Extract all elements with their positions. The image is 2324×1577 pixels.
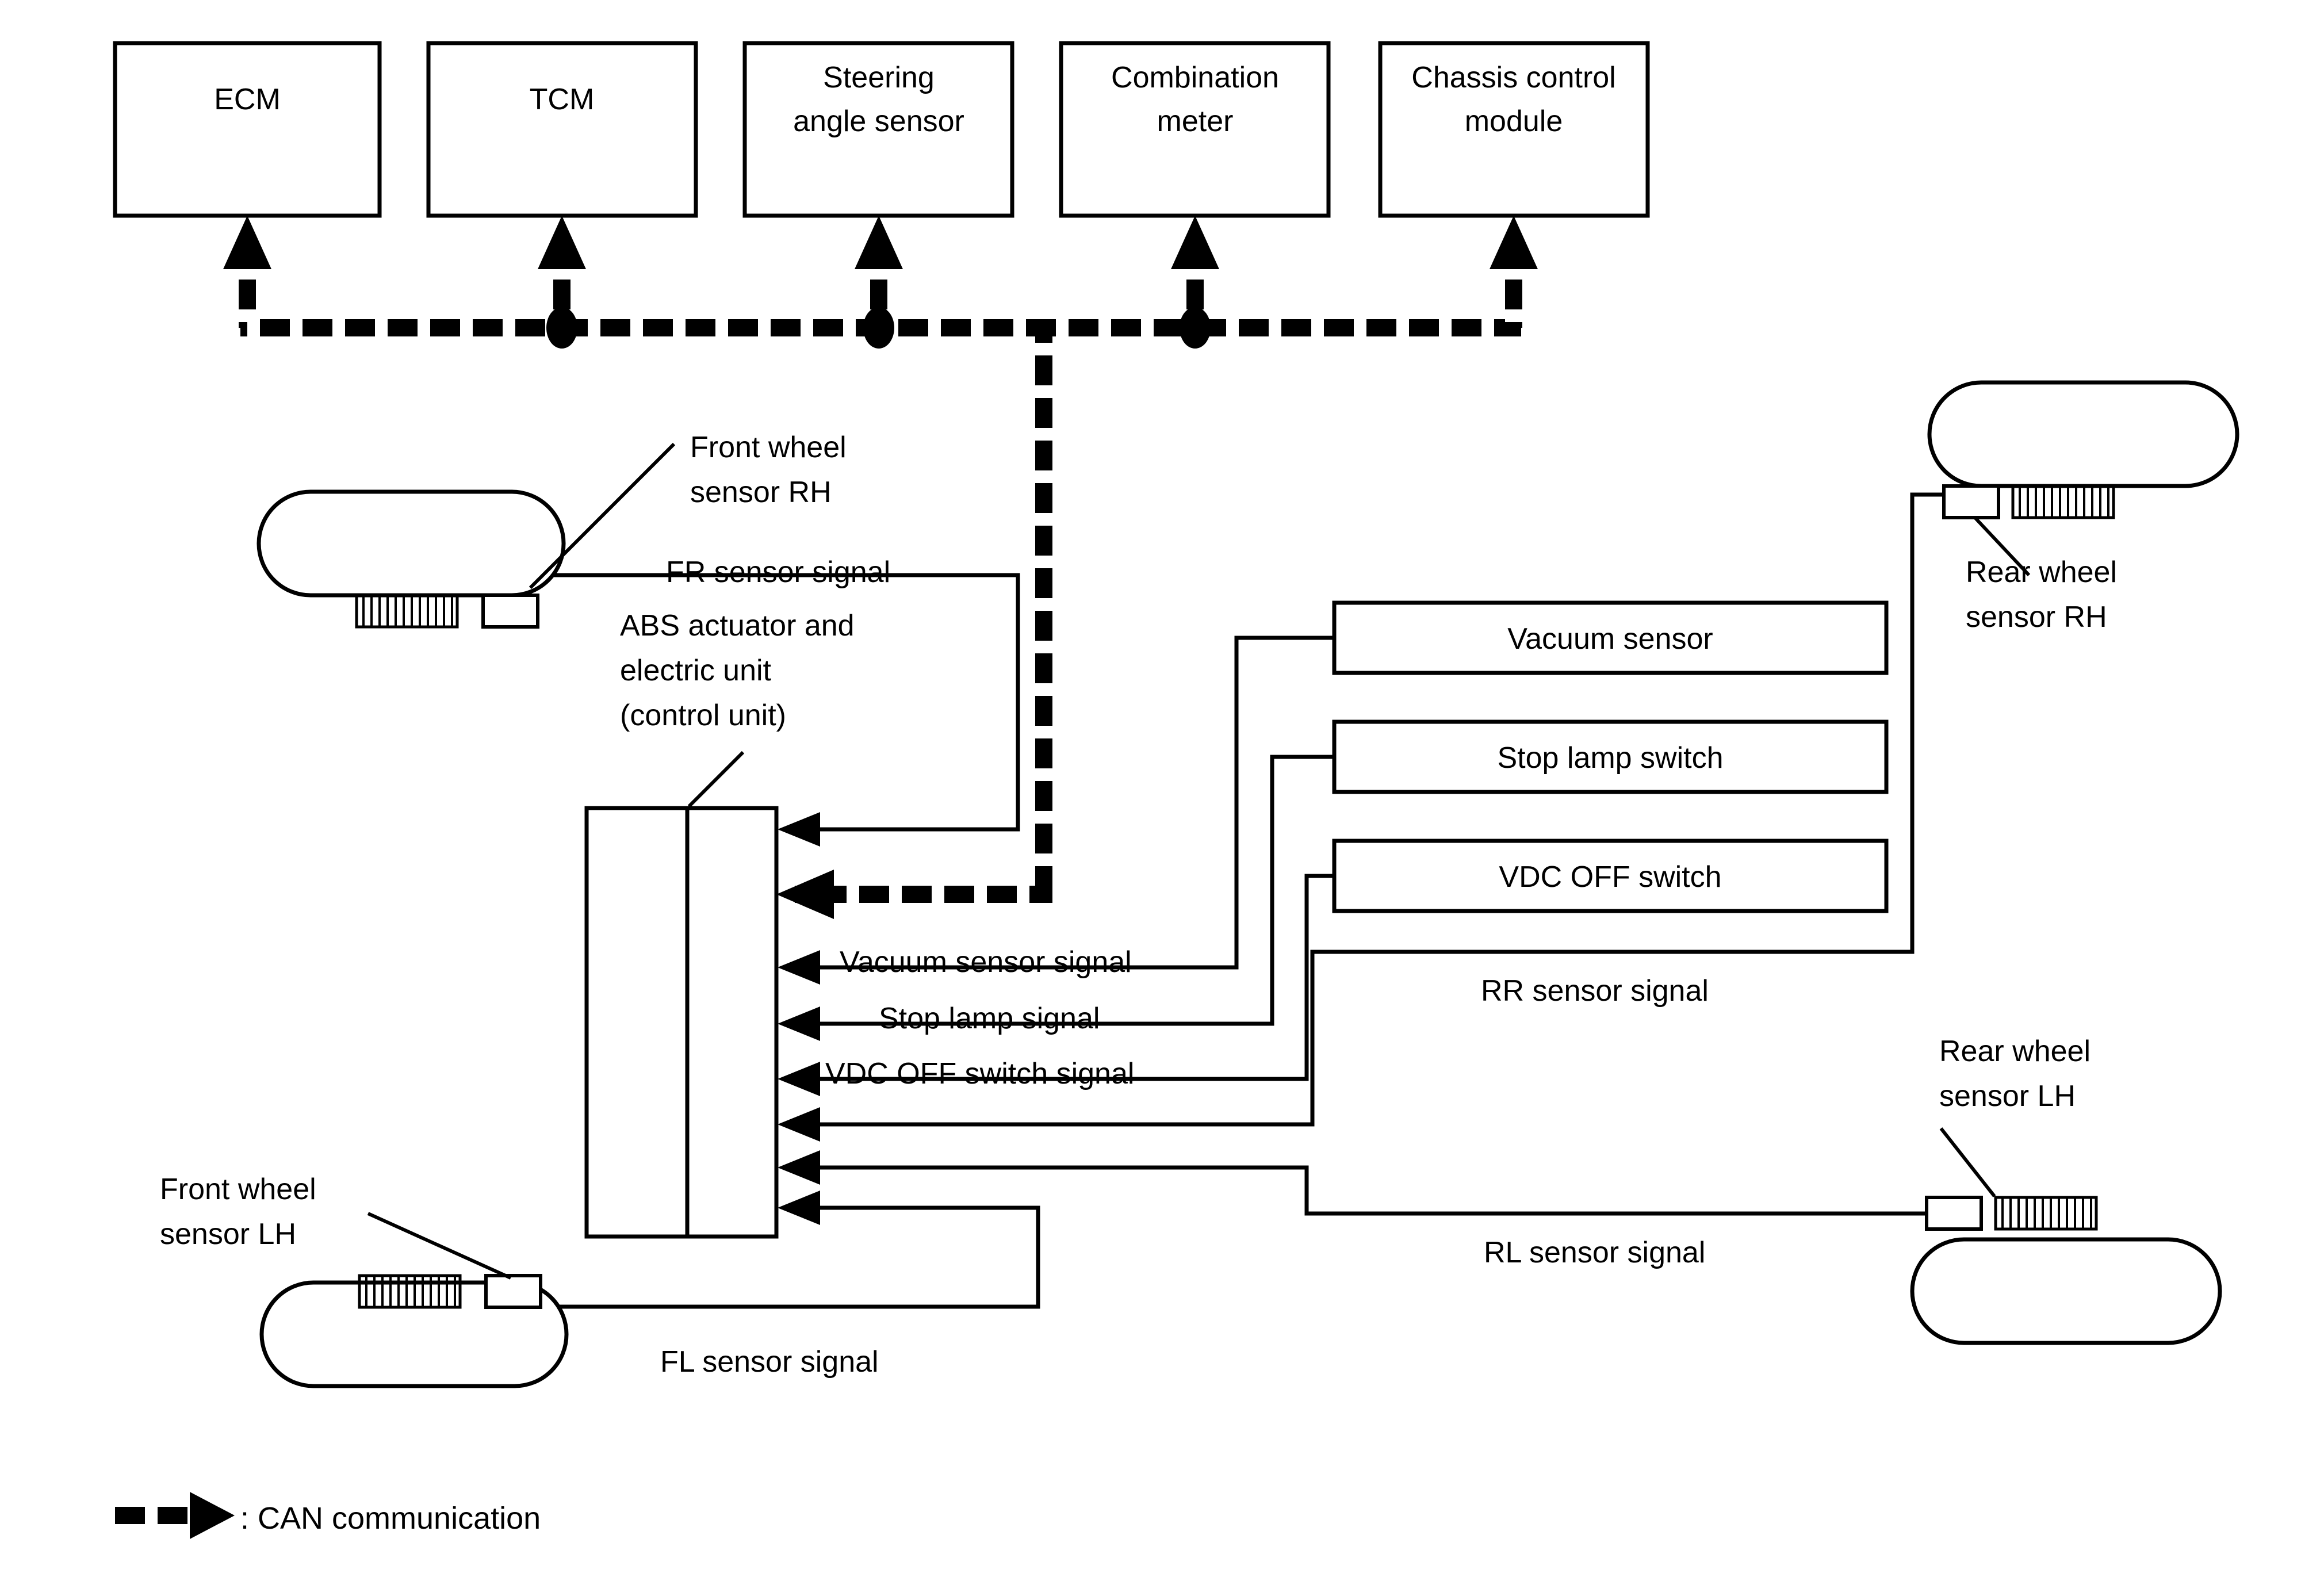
front-wheel-sensor-rh-label-line1: Front wheel [690, 431, 847, 464]
abs-actuator-unit[interactable] [584, 751, 779, 1239]
can-junction-dot-3 [1180, 307, 1211, 349]
front-wheel-sensor-lh-label-line2: sensor LH [160, 1218, 296, 1251]
label-stop-lamp-signal: Stop lamp signal [879, 1002, 1100, 1035]
signal-arrow-vacuum-sensor [778, 950, 820, 985]
signal-path-rr-sensor [805, 492, 1944, 1127]
abs-label-line2: electric unit [620, 654, 772, 687]
abs-label-line3: (control unit) [620, 699, 786, 732]
sensor-pickup-front-rh [481, 594, 539, 629]
rear-wheel-sensor-lh-label-line2: sensor LH [1939, 1080, 2076, 1113]
can-arrow-chassis [1490, 216, 1538, 269]
can-module-ecm[interactable]: ECM [113, 41, 382, 218]
can-module-steering-angle-sensor[interactable]: Steering angle sensor [742, 41, 1014, 218]
rear-wheel-sensor-rh-label-line1: Rear wheel [1966, 556, 2117, 589]
input-box-vacuum-sensor-label: Vacuum sensor [1507, 622, 1713, 656]
can-arrow-tcm [538, 216, 586, 269]
rear-wheel-sensor-lh-label-line1: Rear wheel [1939, 1035, 2091, 1068]
wheel-sensor-front-rh[interactable] [256, 442, 676, 629]
rotor-teeth-rear-rh [2019, 487, 2109, 517]
wheel-sensor-front-lh[interactable] [259, 1212, 569, 1388]
label-rr-sensor-signal: RR sensor signal [1481, 974, 1709, 1008]
abs-label-line1: ABS actuator and [620, 609, 855, 642]
can-module-steering-angle-sensor-label-line2: angle sensor [793, 105, 964, 138]
can-arrow-ecm [223, 216, 271, 269]
legend-can-arrowhead [190, 1492, 235, 1539]
signal-path-vacuum-sensor [805, 636, 1334, 970]
sensor-pickup-front-lh [484, 1274, 542, 1309]
legend-label: : CAN communication [240, 1501, 541, 1536]
signal-text-labels: FR sensor signal Vacuum sensor signal St… [660, 556, 1709, 1379]
can-arrow-meter [1171, 216, 1219, 269]
wheel-sensor-rear-lh[interactable] [1910, 1127, 2222, 1345]
label-vacuum-sensor-signal: Vacuum sensor signal [840, 946, 1132, 979]
signal-arrow-vdc-off [778, 1062, 820, 1096]
wheel-sensor-rear-rh[interactable] [1927, 380, 2239, 577]
can-module-ecm-label: ECM [214, 83, 281, 116]
can-module-boxes: ECM TCM Steering angle sensor Combinatio… [113, 41, 1650, 218]
can-arrow-steering [855, 216, 903, 269]
signal-arrow-fl-sensor [778, 1191, 820, 1225]
can-module-steering-angle-sensor-label-line1: Steering [823, 61, 935, 94]
input-box-vdc-off-switch-label: VDC OFF switch [1499, 860, 1721, 894]
signal-arrow-rr-sensor [778, 1107, 820, 1142]
front-wheel-sensor-rh-label-line2: sensor RH [690, 476, 832, 509]
can-module-chassis-control-module-label-line1: Chassis control [1411, 61, 1615, 94]
front-wheel-sensor-lh-label-line1: Front wheel [160, 1173, 316, 1206]
sensor-pickup-rear-rh [1942, 484, 2000, 519]
can-module-tcm-label: TCM [530, 83, 595, 116]
signal-path-rl-sensor [805, 1165, 1927, 1216]
signal-arrow-stop-lamp [778, 1006, 820, 1041]
wheel-sensor-rear-lh-label: Rear wheel sensor LH [1939, 1035, 2091, 1113]
can-module-combination-meter-label-line2: meter [1157, 105, 1234, 138]
label-fr-sensor-signal: FR sensor signal [666, 556, 890, 589]
can-arrow-abs [776, 870, 834, 919]
can-module-combination-meter-label-line1: Combination [1111, 61, 1279, 94]
legend: : CAN communication [102, 1492, 541, 1539]
can-module-combination-meter[interactable]: Combination meter [1059, 41, 1331, 218]
signal-arrow-rl-sensor [778, 1150, 820, 1185]
label-vdc-off-switch-signal: VDC OFF switch signal [825, 1057, 1134, 1090]
input-box-stop-lamp-switch[interactable]: Stop lamp switch [1332, 719, 1889, 794]
can-module-tcm[interactable]: TCM [426, 41, 698, 218]
rotor-teeth-rear-lh [2001, 1198, 2092, 1228]
input-boxes: Vacuum sensor Stop lamp switch VDC OFF s… [1332, 600, 1889, 913]
can-module-chassis-control-module[interactable]: Chassis control module [1378, 41, 1650, 218]
signal-path-fr-sensor [538, 573, 1020, 832]
abs-actuator-unit-label: ABS actuator and electric unit (control … [620, 609, 855, 732]
signal-lines [538, 492, 1944, 1309]
signal-path-fl-sensor [541, 1205, 1040, 1309]
wheel-sensor-front-rh-label: Front wheel sensor RH [690, 431, 847, 509]
rotor-teeth-front-lh [365, 1276, 456, 1307]
signal-path-vdc-off [805, 874, 1334, 1081]
label-rl-sensor-signal: RL sensor signal [1484, 1236, 1705, 1269]
can-module-chassis-control-module-label-line2: module [1465, 105, 1563, 138]
can-junction-dot-1 [546, 307, 577, 349]
rotor-teeth-front-rh [362, 596, 453, 626]
sensor-pickup-rear-lh [1925, 1196, 1983, 1231]
input-box-vdc-off-switch[interactable]: VDC OFF switch [1332, 839, 1889, 913]
wheel-sensor-front-lh-label: Front wheel sensor LH [160, 1173, 316, 1251]
can-junction-dot-2 [863, 307, 894, 349]
wheel-sensor-rear-rh-label: Rear wheel sensor RH [1966, 556, 2117, 634]
signal-path-stop-lamp [805, 755, 1334, 1026]
signal-arrow-fr-sensor [778, 812, 820, 847]
can-bus [223, 216, 1538, 919]
rear-wheel-sensor-rh-label-line2: sensor RH [1966, 600, 2107, 634]
input-box-vacuum-sensor[interactable]: Vacuum sensor [1332, 600, 1889, 675]
label-fl-sensor-signal: FL sensor signal [660, 1345, 879, 1379]
input-box-stop-lamp-switch-label: Stop lamp switch [1497, 741, 1723, 775]
